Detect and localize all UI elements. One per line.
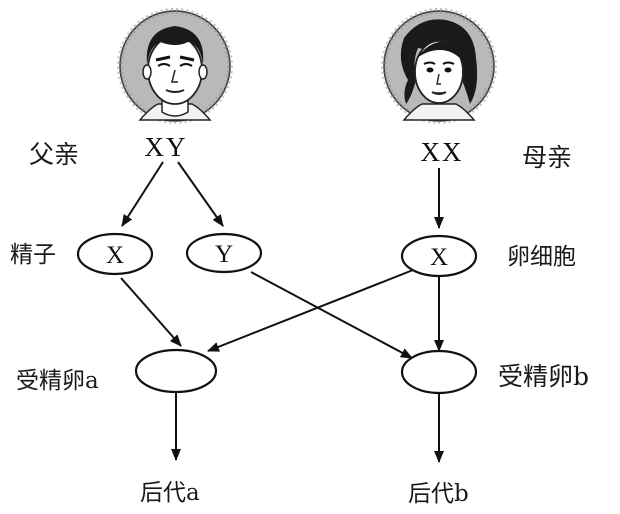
sperm-y-ellipse xyxy=(185,232,263,274)
arrow-father-to-sperm-x xyxy=(121,161,164,227)
egg-x-ellipse xyxy=(400,234,478,278)
mother-label: 母亲 xyxy=(522,143,572,172)
zygote-a-ellipse xyxy=(134,348,218,394)
sperm-x-ellipse xyxy=(76,232,154,276)
father-label: 父亲 xyxy=(29,140,79,169)
sperm-label: 精子 xyxy=(10,242,56,268)
offspring-a-label: 后代a xyxy=(140,480,200,506)
father-genotype: XY xyxy=(145,132,188,162)
mother-genotype: XX xyxy=(421,137,464,167)
mother-portrait xyxy=(381,8,497,124)
connector-lines xyxy=(120,161,444,463)
arrow-sperm-y-to-zygote-b xyxy=(250,271,413,359)
sperm-x-label: X xyxy=(106,242,124,269)
father-portrait xyxy=(117,8,233,124)
arrow-father-to-sperm-y xyxy=(177,161,224,227)
egg-x-label: X xyxy=(430,244,448,271)
zygote-a-label: 受精卵a xyxy=(16,368,99,394)
arrow-sperm-x-to-zygote-a xyxy=(120,277,182,347)
zygote-b-ellipse xyxy=(400,349,478,395)
arrow-egg-to-zygote-a xyxy=(207,269,414,352)
zygote-b-label: 受精卵b xyxy=(498,362,589,391)
offspring-b-label: 后代b xyxy=(408,481,469,507)
egg-label: 卵细胞 xyxy=(507,244,576,270)
sperm-y-label: Y xyxy=(215,241,233,268)
